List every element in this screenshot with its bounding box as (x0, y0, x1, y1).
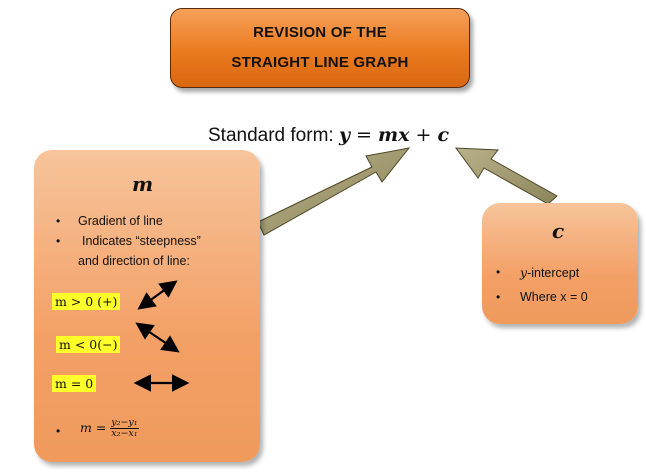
eq-c: c (437, 124, 450, 146)
eq-plus: + (409, 124, 438, 146)
bullet-dot: • (496, 290, 501, 304)
standard-form: Standard form: y = mx + c (208, 124, 449, 147)
c-card: c • y-intercept • Where x = 0 (482, 203, 638, 324)
standard-form-prefix: Standard form: (208, 125, 339, 146)
c-bullet-where: Where x = 0 (520, 290, 588, 304)
bullet-dot: • (496, 265, 501, 279)
c-bullet-intercept-text: -intercept (527, 266, 580, 280)
eq-y: y (338, 124, 350, 146)
arrow-m-to-mx (257, 147, 411, 236)
m-bullet-steepness: Indicates “steepness” (82, 234, 201, 248)
arrow-c-to-c (454, 147, 558, 205)
eq-mx: mx (378, 124, 410, 146)
title-line-2: STRAIGHT LINE GRAPH (231, 54, 409, 71)
m-bullet-direction: and direction of line: (78, 254, 190, 268)
c-heading: c (552, 219, 565, 243)
bullet-dot: • (56, 234, 61, 248)
case-positive-label: m > 0 (+) (52, 293, 121, 310)
title-box: REVISION OF THE STRAIGHT LINE GRAPH (170, 8, 470, 88)
bullet-dot: • (56, 424, 61, 438)
formula-denominator: x₂−x₁ (111, 428, 138, 439)
positive-gradient-arrow-icon (137, 280, 178, 310)
m-heading: m (132, 172, 154, 196)
bullet-dot: • (56, 214, 61, 228)
formula-numerator: y₂−y₁ (110, 417, 139, 429)
negative-gradient-arrow-icon (135, 322, 180, 353)
formula-lhs: m = (80, 420, 111, 435)
c-bullet-intercept: y-intercept (520, 265, 579, 280)
c-bullet-var: y (520, 265, 528, 280)
case-negative-label: m < 0(−) (56, 336, 121, 353)
title-line-1: REVISION OF THE (253, 24, 387, 41)
case-zero-label: m = 0 (52, 375, 97, 392)
m-bullet-gradient: Gradient of line (78, 214, 163, 228)
eq-equals: = (350, 124, 378, 146)
